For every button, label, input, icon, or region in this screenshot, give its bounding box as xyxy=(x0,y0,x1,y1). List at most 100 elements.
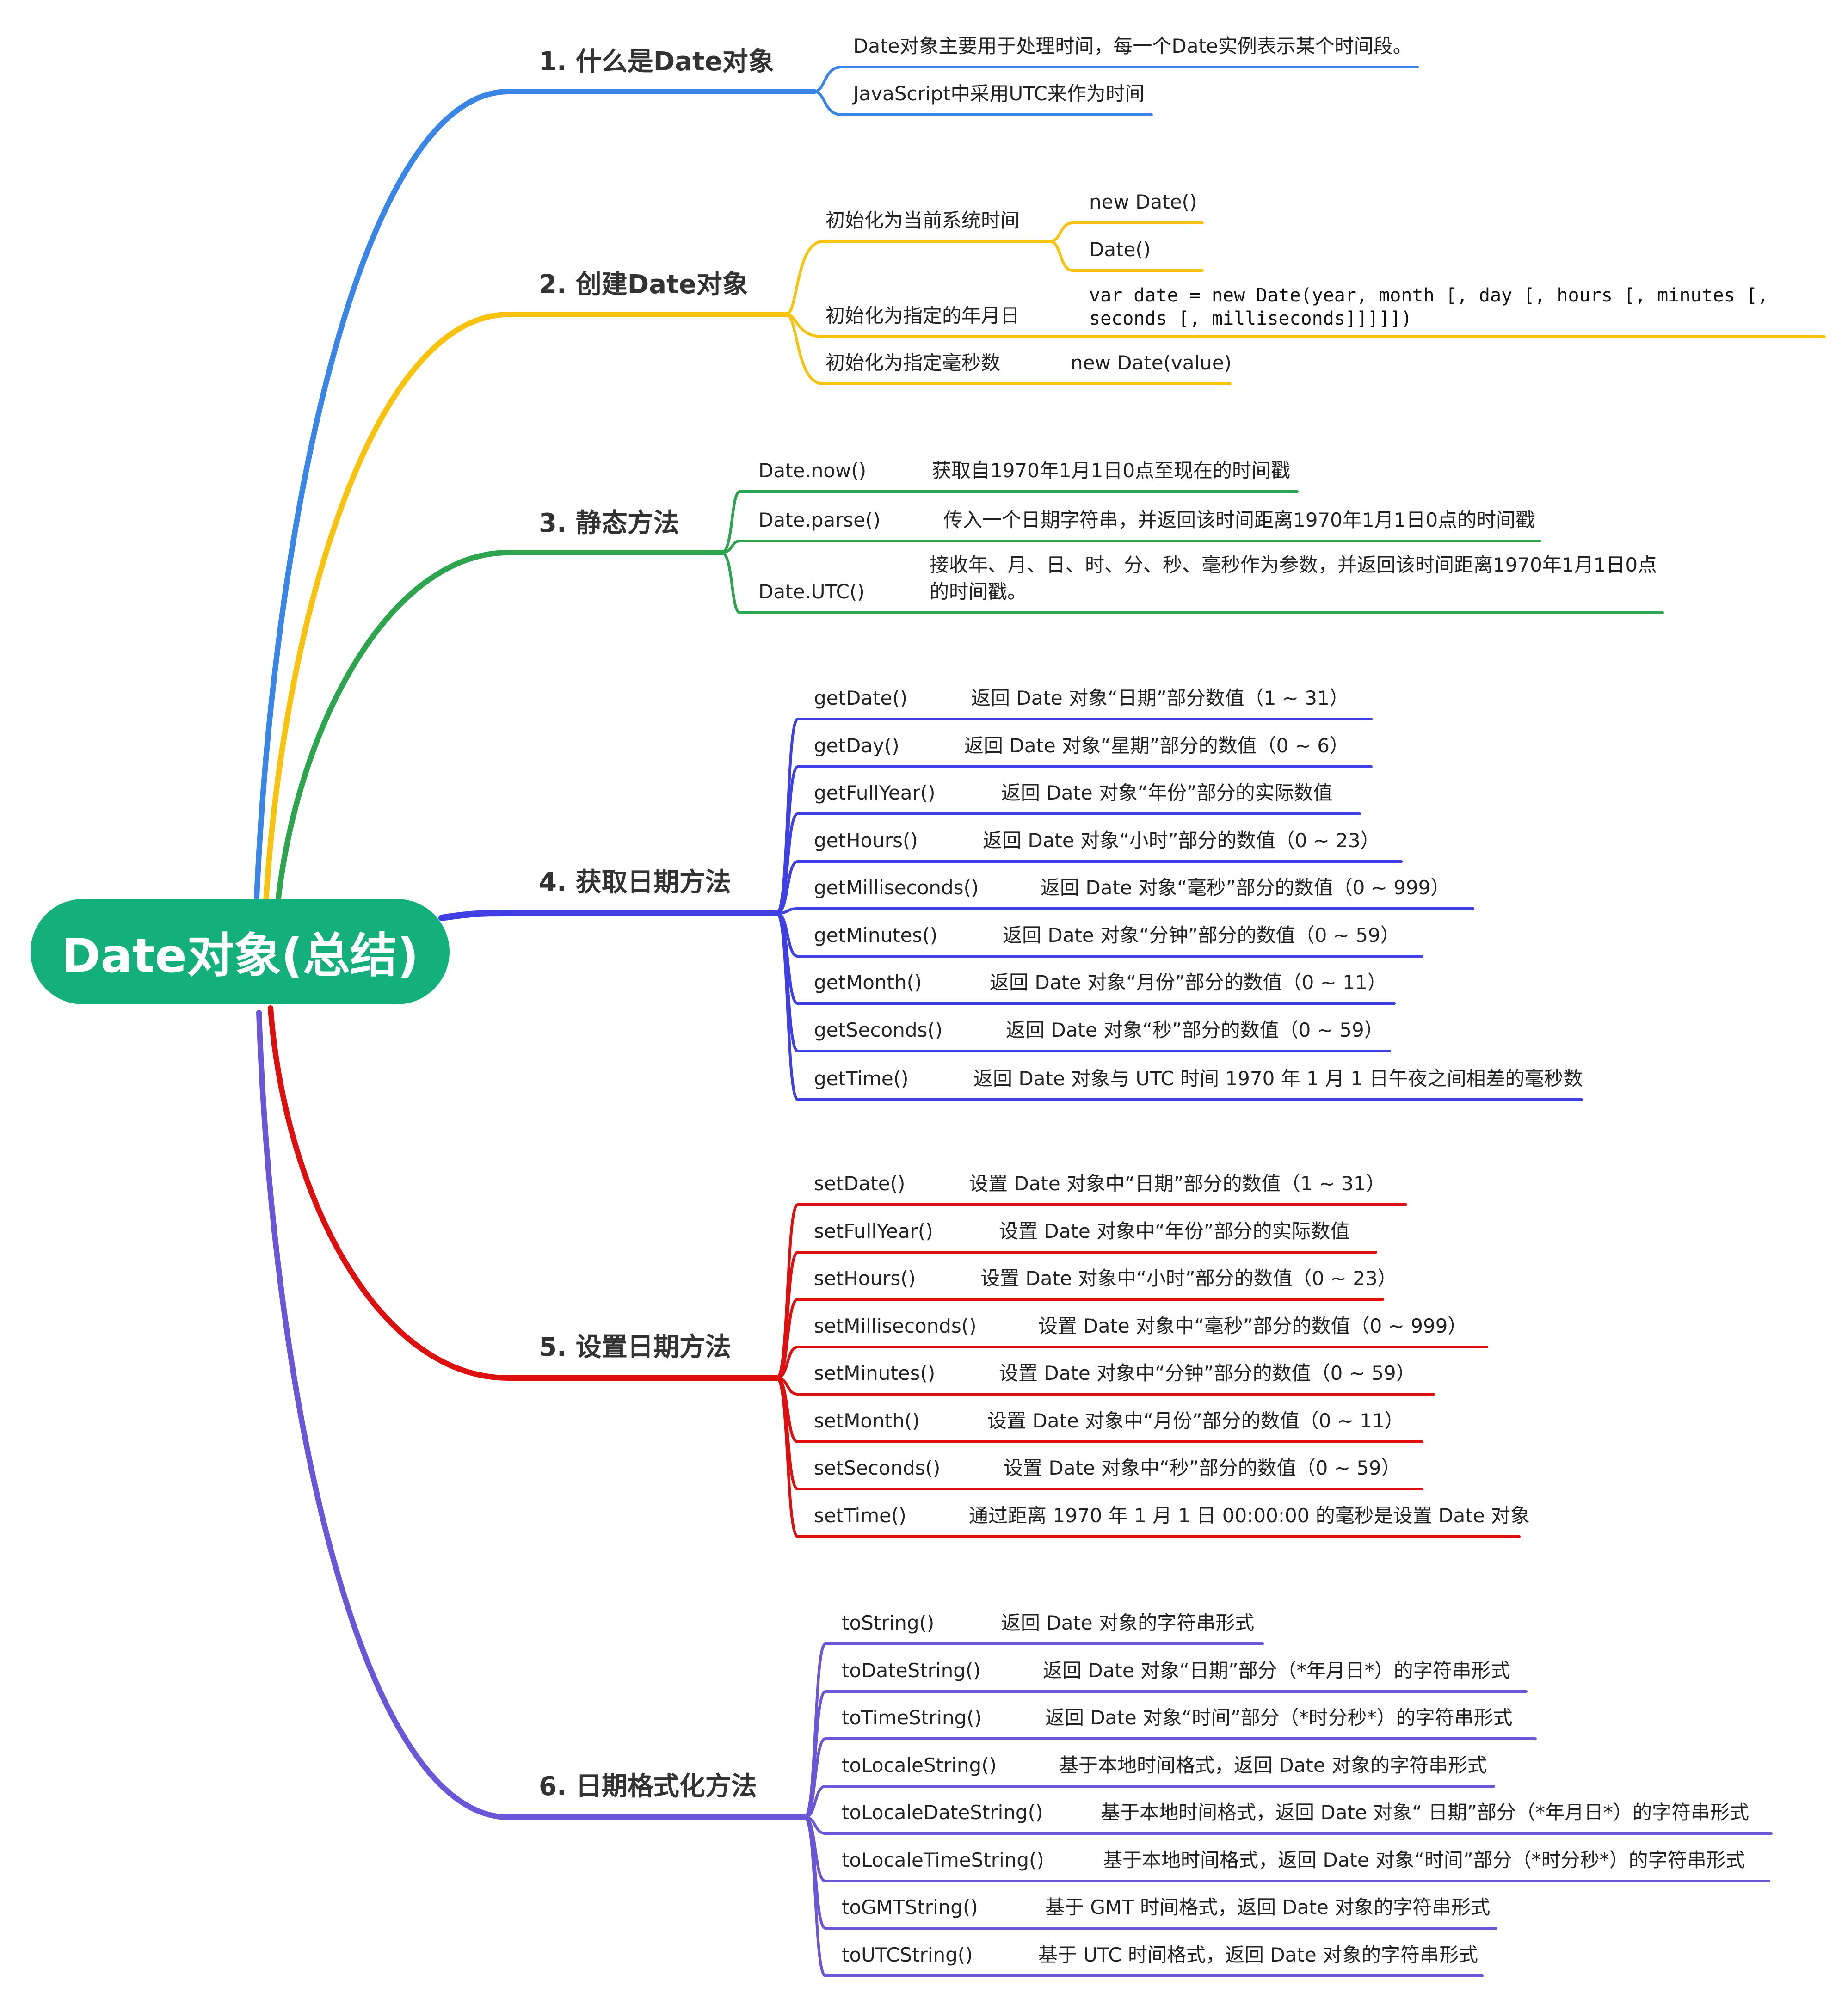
topic-label[interactable]: 2. 创建Date对象 xyxy=(539,270,748,300)
sub-label[interactable]: 初始化为指定毫秒数 xyxy=(825,351,1001,374)
branch-connector xyxy=(256,1010,807,1820)
method-desc: 的时间戳。 xyxy=(930,580,1027,603)
method-desc: 返回 Date 对象“小时”部分的数值（0 ~ 23） xyxy=(983,829,1380,852)
method-label[interactable]: setMilliseconds() xyxy=(814,1315,977,1337)
method-desc: 传入一个日期字符串，并返回该时间距离1970年1月1日0点的时间戳 xyxy=(943,509,1535,531)
topic-label[interactable]: 5. 设置日期方法 xyxy=(539,1332,731,1362)
leaf-connector xyxy=(776,1298,799,1379)
sub-connector xyxy=(785,240,825,316)
method-desc: 基于本地时间格式，返回 Date 对象“时间”部分（*时分秒*）的字符串形式 xyxy=(1103,1849,1745,1871)
method-desc: 通过距离 1970 年 1 月 1 日 00:00:00 的毫秒是设置 Date… xyxy=(969,1504,1530,1527)
method-label[interactable]: setFullYear() xyxy=(814,1220,933,1242)
code-line: var date = new Date(year, month [, day [… xyxy=(1089,285,1769,306)
branch-connector xyxy=(254,89,817,900)
leaf-connector xyxy=(813,66,843,93)
leaf-text: JavaScript中采用UTC来作为时间 xyxy=(853,82,1145,105)
method-label[interactable]: setSeconds() xyxy=(814,1457,941,1479)
method-desc: 返回 Date 对象的字符串形式 xyxy=(1001,1611,1255,1634)
method-label[interactable]: Date.now() xyxy=(758,459,867,482)
leaf-connector xyxy=(803,1785,827,1819)
method-desc: 设置 Date 对象中“毫秒”部分的数值（0 ~ 999） xyxy=(1038,1315,1467,1337)
leaf-connector xyxy=(803,1642,827,1819)
method-desc: 返回 Date 对象“日期”部分数值（1 ~ 31） xyxy=(971,687,1349,709)
branch-connector xyxy=(263,312,789,904)
method-desc: 返回 Date 对象“星期”部分的数值（0 ~ 6） xyxy=(964,734,1349,757)
method-label[interactable]: toLocaleDateString() xyxy=(842,1801,1043,1824)
method-desc: 返回 Date 对象“年份”部分的实际数值 xyxy=(1001,781,1333,804)
topic-label[interactable]: 6. 日期格式化方法 xyxy=(539,1771,757,1802)
method-label[interactable]: setMinutes() xyxy=(814,1362,936,1384)
method-label[interactable]: toTimeString() xyxy=(842,1706,982,1729)
method-desc: 获取自1970年1月1日0点至现在的时间戳 xyxy=(932,459,1291,482)
method-label[interactable]: Date.parse() xyxy=(758,509,881,531)
sub-label[interactable]: 初始化为指定的年月日 xyxy=(825,304,1020,327)
method-desc: 设置 Date 对象中“小时”部分的数值（0 ~ 23） xyxy=(980,1267,1397,1290)
leaf-text: Date对象主要用于处理时间，每一个Date实例表示某个时间段。 xyxy=(853,35,1412,57)
method-desc: 返回 Date 对象“时间”部分（*时分秒*）的字符串形式 xyxy=(1045,1706,1513,1729)
method-label[interactable]: getSeconds() xyxy=(814,1019,943,1041)
root-label: Date对象(总结) xyxy=(61,928,419,984)
leaf-connector xyxy=(776,1203,799,1379)
method-desc: 设置 Date 对象中“年份”部分的实际数值 xyxy=(999,1220,1350,1242)
method-label[interactable]: getDate() xyxy=(814,687,908,709)
method-label[interactable]: setDate() xyxy=(814,1172,906,1195)
root-node[interactable]: Date对象(总结) xyxy=(31,899,450,1004)
leaf-connector xyxy=(776,1346,799,1379)
method-desc: 返回 Date 对象“毫秒”部分的数值（0 ~ 999） xyxy=(1041,876,1450,899)
method-desc: 返回 Date 对象“秒”部分的数值（0 ~ 59） xyxy=(1006,1019,1384,1041)
method-desc: 基于 GMT 时间格式，返回 Date 对象的字符串形式 xyxy=(1045,1896,1491,1919)
method-label[interactable]: getMilliseconds() xyxy=(814,876,979,899)
method-label[interactable]: setHours() xyxy=(814,1267,916,1290)
method-label[interactable]: getFullYear() xyxy=(814,781,936,804)
leaf-connector xyxy=(720,551,741,614)
topic-label[interactable]: 4. 获取日期方法 xyxy=(539,867,731,898)
method-desc: 返回 Date 对象“日期”部分（*年月日*）的字符串形式 xyxy=(1043,1659,1510,1682)
method-desc: 返回 Date 对象与 UTC 时间 1970 年 1 月 1 日午夜之间相差的… xyxy=(973,1067,1583,1090)
method-desc: 基于 UTC 时间格式，返回 Date 对象的字符串形式 xyxy=(1038,1943,1478,1966)
method-label[interactable]: toLocaleTimeString() xyxy=(842,1849,1044,1871)
method-label[interactable]: getHours() xyxy=(814,829,918,852)
method-desc: 设置 Date 对象中“日期”部分的数值（1 ~ 31） xyxy=(969,1172,1386,1195)
method-label[interactable]: toString() xyxy=(842,1611,935,1634)
method-desc: 设置 Date 对象中“分钟”部分的数值（0 ~ 59） xyxy=(999,1362,1416,1384)
leaf-text: new Date(value) xyxy=(1071,351,1232,374)
method-label[interactable]: getMinutes() xyxy=(814,924,938,947)
method-label[interactable]: Date.UTC() xyxy=(758,580,865,603)
method-desc: 返回 Date 对象“月份”部分的数值（0 ~ 11） xyxy=(990,971,1387,994)
leaf-connector xyxy=(1048,221,1074,243)
method-label[interactable]: toLocaleString() xyxy=(842,1754,997,1777)
branch-connector xyxy=(275,550,724,909)
method-desc: 返回 Date 对象“分钟”部分的数值（0 ~ 59） xyxy=(1003,924,1400,947)
method-label[interactable]: getMonth() xyxy=(814,971,922,994)
leaf-connector xyxy=(803,1737,827,1819)
topic-label[interactable]: 1. 什么是Date对象 xyxy=(539,47,774,77)
method-desc: 设置 Date 对象中“月份”部分的数值（0 ~ 11） xyxy=(987,1409,1404,1432)
code-line: seconds [, milliseconds]]]]]) xyxy=(1089,308,1412,329)
method-label[interactable]: setTime() xyxy=(814,1504,906,1527)
leaf-connector xyxy=(776,1377,799,1538)
leaf-connector xyxy=(803,1816,827,1977)
topic-label[interactable]: 3. 静态方法 xyxy=(539,508,679,538)
leaf-connector xyxy=(813,90,843,116)
leaf-connector xyxy=(776,912,799,1101)
method-label[interactable]: setMonth() xyxy=(814,1409,920,1432)
method-label[interactable]: toUTCString() xyxy=(842,1943,973,1966)
leaf-connector xyxy=(776,860,799,915)
method-label[interactable]: toDateString() xyxy=(842,1659,981,1682)
method-desc: 基于本地时间格式，返回 Date 对象“ 日期”部分（*年月日*）的字符串形式 xyxy=(1101,1801,1749,1824)
method-label[interactable]: toGMTString() xyxy=(842,1896,978,1919)
leaf-text: new Date() xyxy=(1089,191,1197,213)
leaf-text: Date() xyxy=(1089,238,1151,261)
method-desc: 接收年、月、日、时、分、秒、毫秒作为参数，并返回该时间距离1970年1月1日0点 xyxy=(930,554,1657,576)
sub-connector xyxy=(785,313,825,385)
branch-connector xyxy=(268,1005,780,1381)
leaf-connector xyxy=(720,490,741,554)
method-desc: 设置 Date 对象中“秒”部分的数值（0 ~ 59） xyxy=(1004,1457,1401,1479)
branch-connector xyxy=(438,910,780,921)
method-desc: 基于本地时间格式，返回 Date 对象的字符串形式 xyxy=(1059,1754,1487,1777)
sub-label[interactable]: 初始化为当前系统时间 xyxy=(825,209,1020,232)
leaf-connector xyxy=(1048,240,1074,272)
method-label[interactable]: getTime() xyxy=(814,1067,909,1090)
method-label[interactable]: getDay() xyxy=(814,734,899,757)
